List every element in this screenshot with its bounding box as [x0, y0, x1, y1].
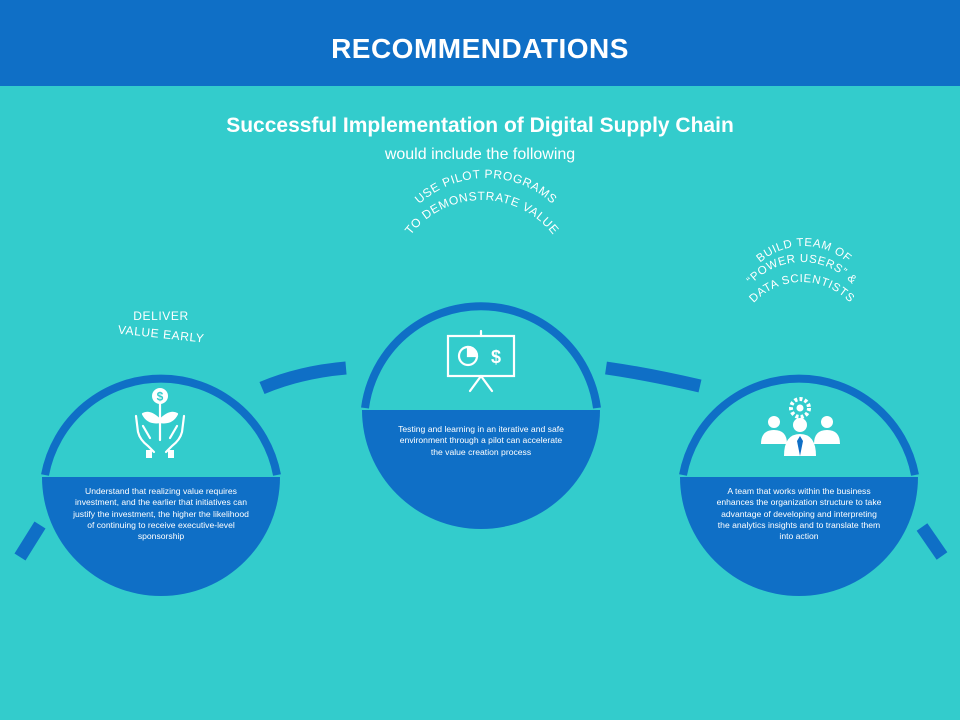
recommendation-card-right — [679, 374, 919, 596]
circle-outline-right — [679, 374, 919, 476]
subtitle-sub: would include the following — [384, 146, 576, 163]
money-plant-hands-icon: $ — [134, 388, 186, 458]
connector-arc-left-outer — [14, 521, 46, 561]
heading-right-line3: DATA SCIENTISTS — [747, 273, 856, 305]
recommendation-card-middle — [361, 302, 601, 529]
header-bar: RECOMMENDATIONS — [0, 0, 960, 86]
description-right: A team that works within the business en… — [716, 486, 882, 542]
circle-outline-middle — [361, 302, 601, 409]
connector-arcs — [14, 361, 948, 561]
circle-fill-right — [680, 477, 918, 596]
svg-text:$: $ — [157, 390, 164, 404]
recommendation-card-left — [41, 374, 281, 596]
description-middle: Testing and learning in an iterative and… — [398, 424, 564, 457]
circle-fill-left — [42, 477, 280, 596]
circle-outline-left — [41, 374, 281, 476]
heading-left-line1: DELIVER — [133, 309, 189, 323]
team-gear-icon — [761, 397, 840, 456]
heading-left-line2: VALUE EARLY — [117, 323, 205, 346]
subtitle-main: Successful Implementation of Digital Sup… — [226, 114, 734, 137]
circle-fill-middle — [362, 410, 600, 529]
connector-arc-middle-right — [605, 361, 702, 393]
connector-arc-left-middle — [259, 361, 347, 395]
description-left: Understand that realizing value requires… — [73, 486, 249, 542]
svg-text:$: $ — [491, 347, 501, 367]
connector-arc-right-outer — [916, 523, 948, 560]
page-title: RECOMMENDATIONS — [331, 33, 629, 64]
presentation-board-icon: $ — [446, 329, 516, 393]
